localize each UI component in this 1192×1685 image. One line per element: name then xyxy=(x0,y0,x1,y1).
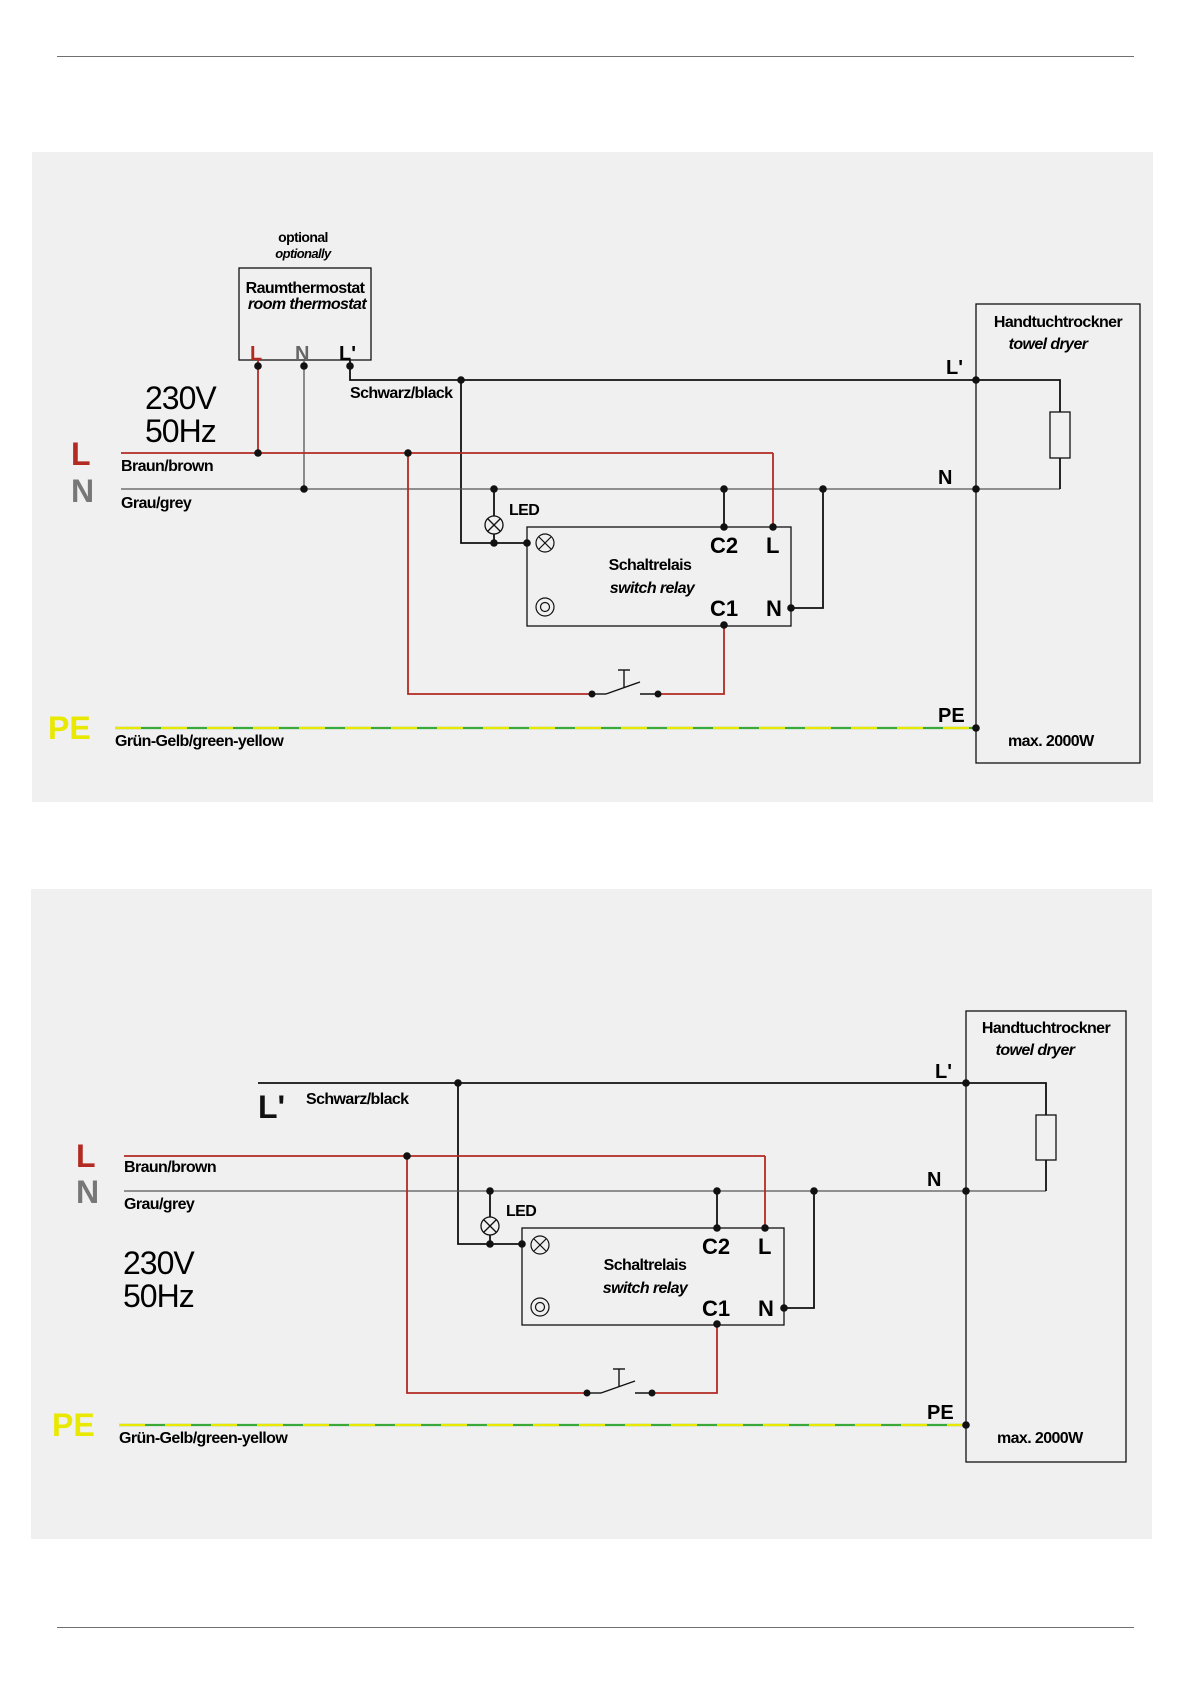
relay-title-en: switch relay xyxy=(610,580,696,597)
dryer-terminal-pe: PE xyxy=(938,705,965,727)
push-switch xyxy=(592,669,658,695)
line-l-label: L xyxy=(76,1138,96,1174)
relay-l: L xyxy=(758,1234,771,1259)
line-black-label: Schwarz/black xyxy=(306,1091,409,1108)
line-n-color: Grau/grey xyxy=(121,495,192,512)
dryer-title: Handtuchtrockner xyxy=(994,314,1123,331)
dryer-title: Handtuchtrockner xyxy=(982,1020,1111,1037)
wire-relay-n-return xyxy=(791,489,824,609)
line-l-color: Braun/brown xyxy=(121,458,213,475)
relay-coil-icon xyxy=(535,533,555,553)
line-n-color: Grau/grey xyxy=(124,1196,195,1213)
dryer-terminal-pe: PE xyxy=(927,1402,954,1424)
relay-n: N xyxy=(758,1296,774,1321)
relay-box xyxy=(526,526,792,627)
dryer-max-power: max. 2000W xyxy=(1008,733,1095,750)
relay-c1: C1 xyxy=(702,1296,730,1321)
wiring-diagram-direct: L' Schwarz/black L N PE Braun/brown Grau… xyxy=(31,889,1152,1539)
supply-voltage: 230V xyxy=(123,1245,195,1281)
wire-black-led-feed xyxy=(457,1083,522,1245)
wire-switch-loop xyxy=(407,453,592,695)
dryer-title-en: towel dryer xyxy=(996,1042,1076,1059)
heater-resistor-icon xyxy=(1035,1114,1057,1161)
relay-title-en: switch relay xyxy=(603,1280,689,1297)
supply-frequency: 50Hz xyxy=(145,413,216,449)
dryer-max-power: max. 2000W xyxy=(997,1430,1084,1447)
line-pe-label: PE xyxy=(52,1407,95,1443)
towel-dryer-box xyxy=(965,1010,1127,1463)
thermostat-note: optional xyxy=(278,229,328,245)
towel-dryer-box xyxy=(975,303,1141,764)
wire-switch-to-c1 xyxy=(658,625,725,695)
thermostat-note-en: optionally xyxy=(275,246,332,261)
relay-title: Schaltrelais xyxy=(604,1257,687,1274)
dryer-terminal-lp: L' xyxy=(935,1061,952,1083)
heater-wire xyxy=(976,379,1061,412)
line-n-label: N xyxy=(71,473,94,509)
led-label: LED xyxy=(509,502,539,519)
line-pe-color: Grün-Gelb/green-yellow xyxy=(115,733,284,750)
dryer-title-en: towel dryer xyxy=(1009,336,1089,353)
wire-black-lprime xyxy=(349,360,976,381)
diagram-canvas: optional optionally Raumthermostat room … xyxy=(48,229,1141,764)
push-switch xyxy=(587,1368,652,1394)
heater-resistor-icon xyxy=(1049,411,1071,459)
line-l-color: Braun/brown xyxy=(124,1159,216,1176)
thermostat-terminal-l: L xyxy=(250,343,262,365)
line-pe-color: Grün-Gelb/green-yellow xyxy=(119,1430,288,1447)
wiring-diagram-with-thermostat: optional optionally Raumthermostat room … xyxy=(32,152,1153,802)
relay-title: Schaltrelais xyxy=(609,557,692,574)
thermostat-terminal-lp: L' xyxy=(339,343,356,365)
relay-n: N xyxy=(766,596,782,621)
dryer-terminal-n: N xyxy=(938,467,952,489)
thermostat-title: Raumthermostat xyxy=(246,280,366,297)
dryer-terminal-n: N xyxy=(927,1169,941,1191)
top-rule xyxy=(57,56,1134,57)
line-n-label: N xyxy=(76,1174,99,1210)
relay-c1: C1 xyxy=(710,596,738,621)
wire-black-led-feed xyxy=(460,380,527,544)
thermostat-title-en: room thermostat xyxy=(248,296,367,313)
diagram-canvas-2: L' Schwarz/black L N PE Braun/brown Grau… xyxy=(52,1010,1127,1463)
led-icon xyxy=(484,515,504,535)
thermostat-box xyxy=(238,267,372,361)
supply-frequency: 50Hz xyxy=(123,1278,194,1314)
line-lp-label: L' xyxy=(258,1089,285,1125)
relay-button-icon xyxy=(530,1297,550,1317)
relay-coil-icon xyxy=(530,1235,550,1255)
dryer-terminal-lp: L' xyxy=(946,357,963,379)
led-label: LED xyxy=(506,1203,536,1220)
supply-voltage: 230V xyxy=(145,380,217,416)
relay-c2: C2 xyxy=(702,1234,730,1259)
relay-l: L xyxy=(766,533,779,558)
wire-switch-loop xyxy=(406,1156,587,1394)
bottom-rule xyxy=(57,1627,1134,1628)
line-l-label: L xyxy=(71,436,91,472)
line-black-label: Schwarz/black xyxy=(350,385,453,402)
wire-switch-to-c1 xyxy=(652,1324,718,1394)
relay-box xyxy=(521,1227,785,1326)
led-icon xyxy=(480,1216,500,1236)
thermostat-terminal-n: N xyxy=(295,343,309,365)
relay-button-icon xyxy=(535,597,555,617)
relay-c2: C2 xyxy=(710,533,738,558)
line-pe-label: PE xyxy=(48,710,91,746)
